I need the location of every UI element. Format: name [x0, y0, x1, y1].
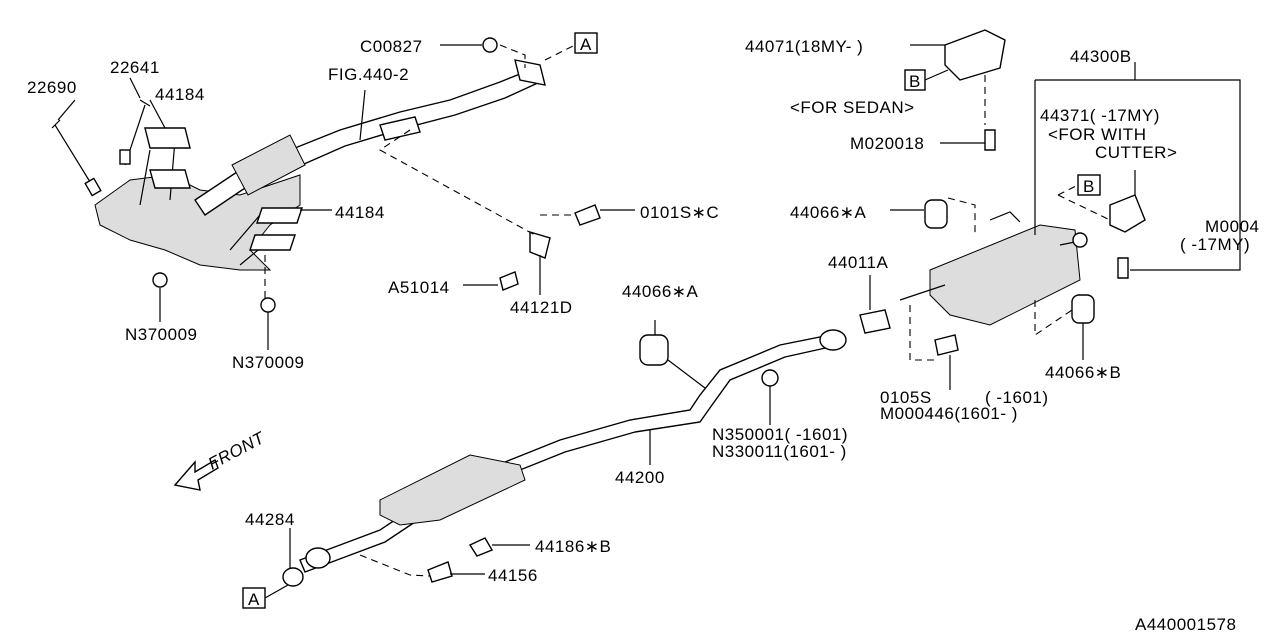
nuts-bolts [152, 37, 1129, 583]
part-label-44300b: 44300B [1070, 47, 1132, 66]
part-label-44066a-mid: 44066∗A [622, 282, 699, 301]
part-label-44371: 44371( -17MY) [1040, 106, 1160, 125]
note-cutter: CUTTER> [1095, 143, 1177, 162]
part-label-m0004: M0004 [1205, 217, 1259, 236]
part-label-44121d: 44121D [510, 298, 573, 317]
part-label-n370009-b: N370009 [232, 353, 305, 372]
part-label-44184-mid: 44184 [335, 203, 385, 222]
part-label-44200: 44200 [615, 468, 665, 487]
note-m0004: ( -17MY) [1180, 235, 1250, 254]
part-label-22690: 22690 [27, 78, 77, 97]
svg-text:B: B [1083, 177, 1095, 196]
part-label-44186b: 44186∗B [535, 537, 611, 556]
part-label-n330011: N330011(1601- ) [712, 442, 847, 461]
svg-text:A: A [248, 590, 260, 609]
part-label-0101s-c: 0101S∗C [640, 203, 719, 222]
part-label-44071: 44071(18MY- ) [745, 37, 863, 56]
note-for-sedan: <FOR SEDAN> [790, 98, 915, 117]
front-label: FRONT [205, 428, 269, 474]
part-label-44284: 44284 [245, 510, 295, 529]
tail-pipe-cutters [944, 29, 1146, 233]
note-0105s: ( -1601) [985, 388, 1049, 407]
part-label-c00827: C00827 [360, 37, 423, 56]
ref-box-b-right: B [1077, 174, 1101, 196]
part-label-a51014: A51014 [388, 278, 450, 297]
note-for-with: <FOR WITH [1048, 125, 1146, 144]
part-label-n350001: N350001( -1601) [712, 425, 848, 444]
ref-box-a-bottom: A [242, 587, 266, 609]
part-label-44066a-right: 44066∗A [790, 203, 867, 222]
front-exhaust-pipe-upper [194, 59, 546, 216]
part-label-n370009-a: N370009 [125, 325, 198, 344]
muffler [899, 211, 1088, 326]
svg-text:B: B [909, 72, 921, 91]
part-label-22641: 22641 [110, 58, 160, 77]
part-label-44066b: 44066∗B [1045, 363, 1121, 382]
part-label-m020018: M020018 [850, 134, 924, 153]
part-label-44156: 44156 [488, 566, 538, 585]
diagram-id: A440001578 [1135, 615, 1236, 634]
svg-text:A: A [580, 35, 592, 54]
o2-sensors [51, 99, 151, 197]
hangers-gaskets [639, 199, 1095, 389]
ref-box-a-top: A [574, 32, 598, 54]
center-exhaust-pipe [282, 329, 847, 587]
part-label-0105s: 0105S [880, 388, 932, 407]
fig-ref-440-2: FIG.440-2 [328, 65, 409, 84]
part-label-44011a: 44011A [828, 253, 889, 272]
exhaust-manifold [94, 127, 303, 271]
front-direction-arrow: FRONT [173, 428, 269, 491]
part-label-m000446: M000446(1601- ) [880, 404, 1018, 423]
ref-box-b-sedan: B [904, 69, 926, 91]
leader-lines [57, 44, 1241, 599]
part-label-44184-top: 44184 [155, 85, 205, 104]
